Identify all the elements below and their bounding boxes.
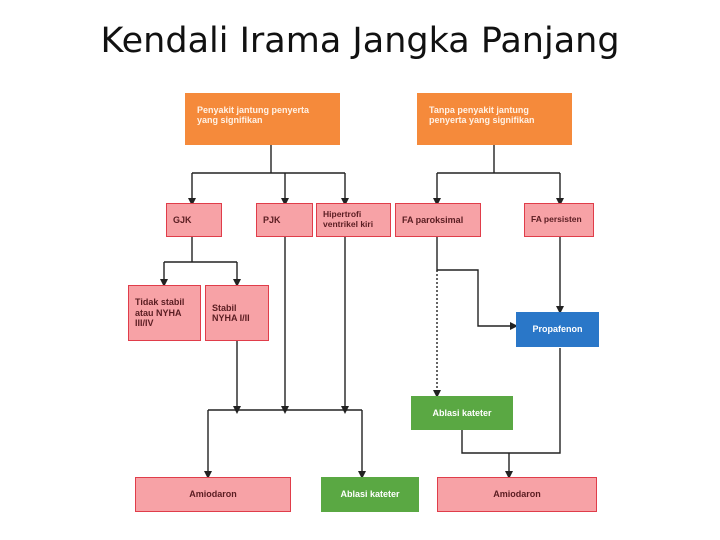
node-fa-paroxysmal: FA paroksimal (395, 203, 481, 237)
node-unstable-nyha: Tidak stabil atau NYHA III/IV (128, 285, 201, 341)
node-amiodaron-left: Amiodaron (135, 477, 291, 512)
node-amiodaron-right: Amiodaron (437, 477, 597, 512)
node-propafenon: Propafenon (516, 312, 599, 347)
node-without-heart-disease: Tanpa penyakit jantung penyerta yang sig… (417, 93, 572, 145)
node-pjk: PJK (256, 203, 313, 237)
node-stable-nyha: Stabil NYHA I/II (205, 285, 269, 341)
node-ablasi-bottom: Ablasi kateter (321, 477, 419, 512)
node-fa-persistent: FA persisten (524, 203, 594, 237)
node-gjk: GJK (166, 203, 222, 237)
page-title: Kendali Irama Jangka Panjang (100, 21, 620, 61)
node-with-heart-disease: Penyakit jantung penyerta yang signifika… (185, 93, 340, 145)
node-lvh: Hipertrofi ventrikel kiri (316, 203, 391, 237)
node-ablasi-mid: Ablasi kateter (411, 396, 513, 430)
